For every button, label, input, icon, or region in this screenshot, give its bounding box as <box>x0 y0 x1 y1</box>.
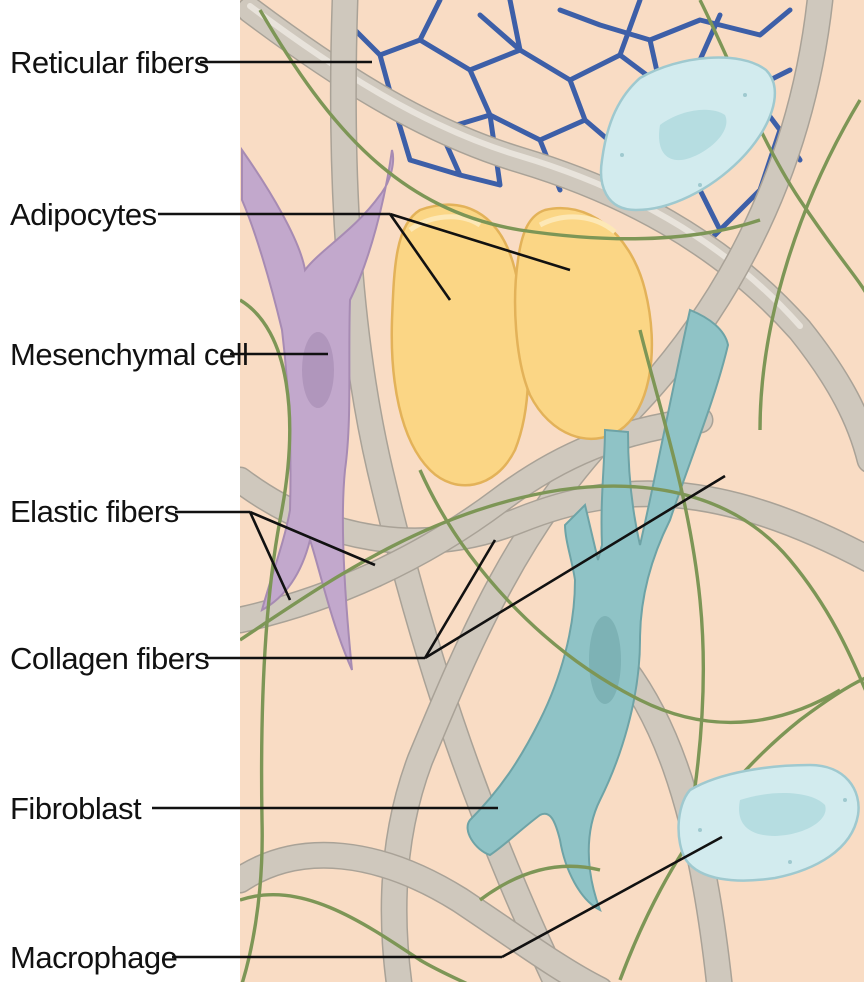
label-macrophage: Macrophage <box>10 940 177 975</box>
labels: Reticular fibers Adipocytes Mesenchymal … <box>10 45 248 975</box>
label-fibroblast: Fibroblast <box>10 791 142 826</box>
label-mesenchymal-cell: Mesenchymal cell <box>10 337 248 372</box>
tissue-panel <box>240 0 864 982</box>
label-adipocytes: Adipocytes <box>10 197 157 232</box>
label-reticular-fibers: Reticular fibers <box>10 45 209 80</box>
label-collagen-fibers: Collagen fibers <box>10 641 209 676</box>
label-elastic-fibers: Elastic fibers <box>10 494 179 529</box>
